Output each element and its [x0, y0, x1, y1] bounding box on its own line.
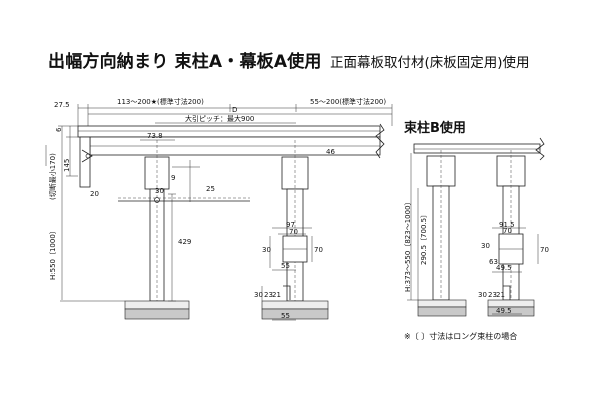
dim-429: 429 — [178, 238, 191, 246]
dim-30-a: 30 — [155, 187, 164, 195]
deck-board-b — [413, 143, 541, 154]
dim-27-5: 27.5 — [54, 101, 70, 109]
dim-70-b: 70 — [314, 246, 323, 254]
dim-145: 145 — [63, 159, 71, 172]
dim-55-200: 55～200(標準寸法200) — [310, 97, 386, 106]
slab-2 — [261, 308, 329, 320]
dim-6: 6 — [55, 127, 63, 132]
dim-cut: (切断最小170) — [48, 153, 57, 200]
dim-97: 97 — [286, 221, 295, 229]
dim-30-e: 30 — [478, 291, 487, 299]
footing-1 — [124, 300, 190, 310]
dim-49-5-b: 49.5 — [496, 307, 512, 315]
slab-1 — [124, 308, 190, 320]
dim-63: 63 — [489, 258, 498, 266]
dim-113-200: 113～200★(標準寸法200) — [117, 97, 204, 106]
dim-25: 25 — [206, 185, 215, 193]
dim-290-5: 290.5〔700.5〕 — [420, 211, 428, 265]
slab-b1 — [417, 306, 467, 317]
dim-21-b: 21 — [496, 291, 505, 299]
main-title: 出幅方向納まり 束柱A・幕板A使用 — [48, 52, 322, 72]
right-drawing: H:373～550〔823～1000〕 290.5〔700.5〕 91.5 70… — [404, 137, 549, 317]
slab-b2 — [487, 306, 535, 317]
dimension-note: ※〔 〕寸法はロング束柱の場合 — [404, 332, 518, 341]
dim-73-8: 73.8 — [147, 132, 163, 140]
fascia-board — [79, 136, 91, 188]
dim-21: 21 — [272, 291, 281, 299]
dim-70-a: 70 — [289, 228, 298, 236]
dim-H373: H:373～550〔823～1000〕 — [404, 198, 412, 292]
column-b-label: 束柱B使用 — [404, 121, 466, 136]
dim-9: 9 — [171, 174, 175, 182]
dim-70-c: 70 — [503, 227, 512, 235]
dim-30-b: 30 — [262, 246, 271, 254]
dim-46: 46 — [326, 148, 335, 156]
dim-20: 20 — [90, 190, 99, 198]
dim-D: D — [232, 106, 237, 114]
dim-49-5-a: 49.5 — [496, 264, 512, 272]
dim-30-c: 30 — [254, 291, 263, 299]
left-drawing: 27.5 113～200★(標準寸法200) D 55～200(標準寸法200)… — [45, 97, 393, 321]
subtitle: 正面幕板取付材(床板固定用)使用 — [330, 55, 530, 71]
footing-b1 — [417, 299, 467, 308]
footing-2 — [261, 300, 329, 310]
deck-board — [77, 125, 381, 138]
dim-23: 23 — [264, 291, 273, 299]
dim-23-b: 23 — [488, 291, 497, 299]
dim-55-a: 55 — [281, 262, 290, 270]
dim-30-d: 30 — [481, 242, 490, 250]
dim-91-5: 91.5 — [499, 221, 515, 229]
footing-b2 — [487, 299, 535, 308]
dim-H550: H:550〔1000〕 — [49, 227, 57, 280]
dim-pitch: 大引ピッチ：最大900 — [185, 114, 254, 123]
dim-55-b: 55 — [281, 312, 290, 320]
dim-70-d: 70 — [540, 246, 549, 254]
